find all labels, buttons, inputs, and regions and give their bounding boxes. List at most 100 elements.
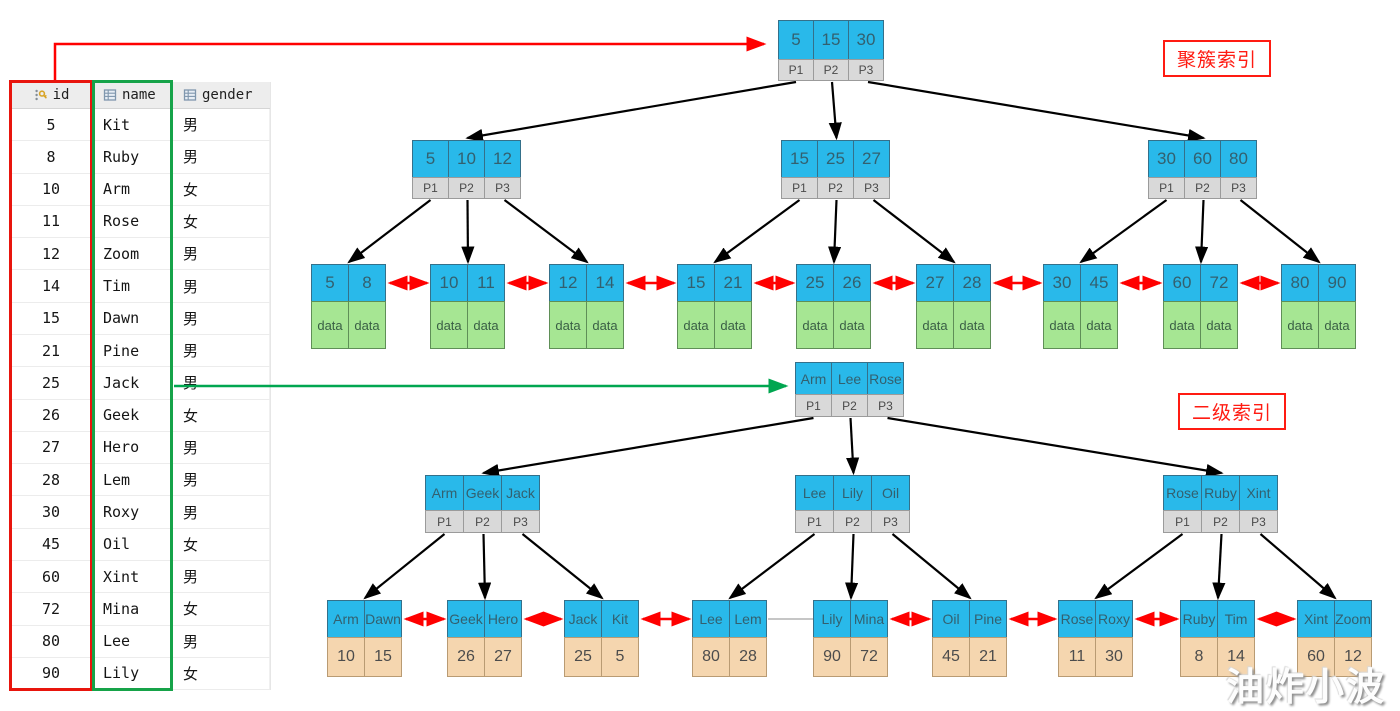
- key-cell: Ruby: [1180, 600, 1218, 638]
- key-cell: 15: [781, 140, 818, 178]
- key-cell: 30: [1148, 140, 1185, 178]
- record-cell: 10: [327, 637, 365, 677]
- clustered-index-label: 聚簇索引: [1163, 40, 1272, 77]
- record-cell: data: [549, 301, 587, 349]
- record-cell: 45: [932, 637, 970, 677]
- record-cell: data: [311, 301, 349, 349]
- pointer-cell: P2: [813, 59, 849, 81]
- key-cell: 11: [467, 264, 505, 302]
- key-cell: Rose: [1163, 475, 1202, 511]
- key-cell: 10: [430, 264, 468, 302]
- key-cell: Lee: [795, 475, 834, 511]
- record-cell: 25: [564, 637, 602, 677]
- key-cell: 10: [448, 140, 485, 178]
- record-cell: data: [348, 301, 386, 349]
- column-header-label: gender: [202, 87, 253, 103]
- key-cell: 80: [1220, 140, 1257, 178]
- key-cell: Arm: [795, 362, 832, 395]
- key-cell: Xint: [1297, 600, 1335, 638]
- gender-cell: 男: [173, 141, 270, 173]
- column-header-label: name: [122, 87, 156, 103]
- key-cell: 12: [549, 264, 587, 302]
- record-cell: data: [1080, 301, 1118, 349]
- gender-cell: 男: [173, 270, 270, 302]
- key-cell: 72: [1200, 264, 1238, 302]
- gender-cell: 女: [173, 173, 270, 205]
- pointer-cell: P1: [412, 177, 449, 199]
- secondary-index-label: 二级索引: [1178, 393, 1287, 430]
- key-cell: Dawn: [364, 600, 402, 638]
- key-cell: 15: [677, 264, 715, 302]
- pointer-cell: P3: [1220, 177, 1257, 199]
- key-cell: Lem: [729, 600, 767, 638]
- column-header-label: id: [52, 87, 70, 103]
- key-cell: 14: [586, 264, 624, 302]
- key-cell: Jack: [564, 600, 602, 638]
- key-cell: 8: [348, 264, 386, 302]
- record-cell: data: [714, 301, 752, 349]
- gender-cell: 男: [173, 464, 270, 496]
- gender-cell: 男: [173, 560, 270, 593]
- key-cell: 90: [1318, 264, 1356, 302]
- table-icon: [183, 88, 197, 102]
- gender-cell: 女: [173, 205, 270, 238]
- column-header-id: id: [10, 82, 93, 108]
- pointer-cell: P1: [795, 510, 834, 533]
- pointer-cell: P3: [501, 510, 540, 533]
- record-cell: data: [430, 301, 468, 349]
- pointer-cell: P3: [848, 59, 884, 81]
- key-cell: Tim: [1217, 600, 1255, 638]
- record-cell: data: [586, 301, 624, 349]
- key-cell: 27: [853, 140, 890, 178]
- pointer-cell: P1: [1163, 510, 1202, 533]
- tree-pointer-arrows: [347, 80, 1337, 601]
- gender-cell: 女: [173, 657, 270, 690]
- key-cell: Jack: [501, 475, 540, 511]
- pointer-cell: P2: [1184, 177, 1221, 199]
- key-cell: Oil: [871, 475, 910, 511]
- key-cell: 60: [1163, 264, 1201, 302]
- record-cell: data: [1043, 301, 1081, 349]
- key-cell: 15: [813, 20, 849, 60]
- record-cell: 30: [1095, 637, 1133, 677]
- key-cell: 28: [953, 264, 991, 302]
- key-cell: 5: [778, 20, 814, 60]
- record-cell: data: [1281, 301, 1319, 349]
- gender-cell: 男: [173, 109, 270, 141]
- pointer-cell: P2: [833, 510, 872, 533]
- key-cell: Kit: [601, 600, 639, 638]
- table-header-row: id name gender: [10, 82, 270, 109]
- key-cell: 80: [1281, 264, 1319, 302]
- key-cell: Xint: [1239, 475, 1278, 511]
- pointer-cell: P2: [817, 177, 854, 199]
- key-cell: 60: [1184, 140, 1221, 178]
- key-cell: 12: [484, 140, 521, 178]
- gender-cell: 男: [173, 625, 270, 657]
- pointer-cell: P2: [1201, 510, 1240, 533]
- key-cell: Ruby: [1201, 475, 1240, 511]
- pk-to-clustered-root-arrow: [53, 36, 767, 80]
- key-cell: 25: [817, 140, 854, 178]
- gender-cell: 男: [173, 334, 270, 367]
